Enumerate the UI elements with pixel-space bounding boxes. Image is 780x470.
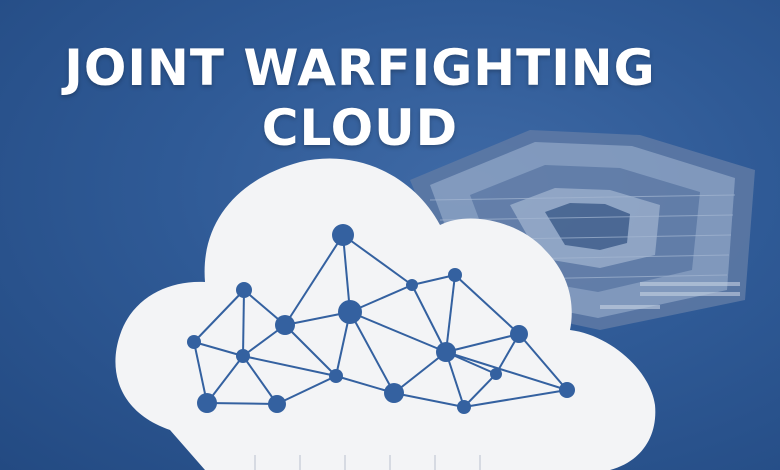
network-node: [332, 224, 354, 246]
network-node: [510, 325, 528, 343]
network-node: [457, 400, 471, 414]
network-node: [236, 349, 250, 363]
headline-line-2: CLOUD: [261, 98, 459, 157]
network-node: [187, 335, 201, 349]
network-node: [197, 393, 217, 413]
network-node: [384, 383, 404, 403]
network-node: [448, 268, 462, 282]
headline-line-1: JOINT WARFIGHTING: [64, 38, 656, 97]
network-node: [236, 282, 252, 298]
cloud-icon: [115, 158, 656, 470]
network-node: [329, 369, 343, 383]
network-node: [268, 395, 286, 413]
network-node: [406, 279, 418, 291]
headline: JOINT WARFIGHTING CLOUD: [0, 38, 720, 158]
network-node: [436, 342, 456, 362]
network-nodes: [187, 224, 575, 414]
network-node: [490, 368, 502, 380]
network-node: [559, 382, 575, 398]
network-node: [338, 300, 362, 324]
network-node: [275, 315, 295, 335]
